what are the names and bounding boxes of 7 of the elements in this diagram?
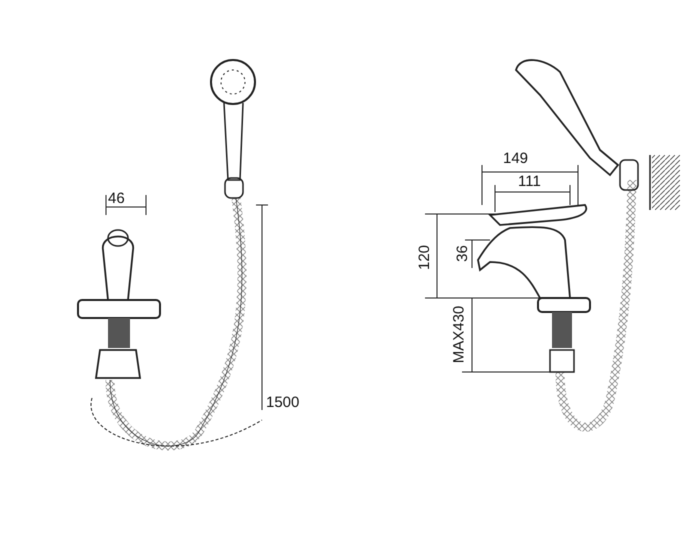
dimension-label: 149 bbox=[503, 151, 528, 166]
dimension-label: 36 bbox=[454, 245, 470, 262]
dimension-label: MAX430 bbox=[451, 306, 466, 364]
dimension-label: 46 bbox=[108, 191, 125, 206]
dimension-label: 111 bbox=[518, 174, 541, 189]
dimension-label: 120 bbox=[417, 244, 432, 270]
dimension-label: 1500 bbox=[266, 395, 300, 410]
